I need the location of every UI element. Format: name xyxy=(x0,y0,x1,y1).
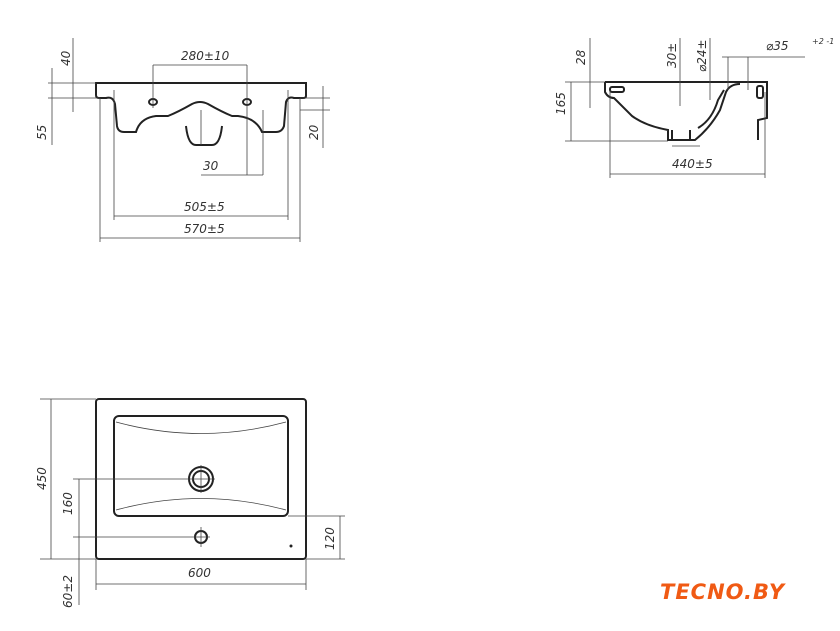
dim-width-bottom: 505±5 xyxy=(184,200,225,214)
dim-tap-holes: 280±10 xyxy=(181,49,230,63)
dim-drain-160: 160 xyxy=(61,492,75,515)
dim-width-600: 600 xyxy=(188,566,211,580)
dim-width-top: 570±5 xyxy=(184,222,225,236)
dim-rim-28: 28 xyxy=(574,49,588,65)
dim-offset-60: 60±2 xyxy=(61,575,75,608)
front-view: 280±10 505±5 570±5 30 40 55 20 xyxy=(35,38,330,242)
tecno-by-logo: TECNO.BY xyxy=(660,580,786,604)
dim-height-40: 40 xyxy=(59,50,73,66)
plan-view: 600 450 160 120 60±2 xyxy=(35,398,345,608)
dim-height-20: 20 xyxy=(307,124,321,140)
dim-d35: ⌀35 xyxy=(766,39,789,53)
dim-d24: ⌀24± xyxy=(695,39,709,72)
dim-d35-tolerance: +2 -1 xyxy=(812,37,834,46)
dim-height-55: 55 xyxy=(35,125,49,140)
dim-depth-450: 450 xyxy=(35,467,49,490)
dim-offset: 30 xyxy=(203,159,219,173)
dim-height-165: 165 xyxy=(554,92,568,115)
dim-tap-120: 120 xyxy=(323,527,337,550)
dim-30: 30± xyxy=(665,43,679,68)
side-view: 440±5 165 28 30± ⌀24± ⌀35 +2 -1 xyxy=(554,37,834,178)
dim-depth: 440±5 xyxy=(672,157,713,171)
